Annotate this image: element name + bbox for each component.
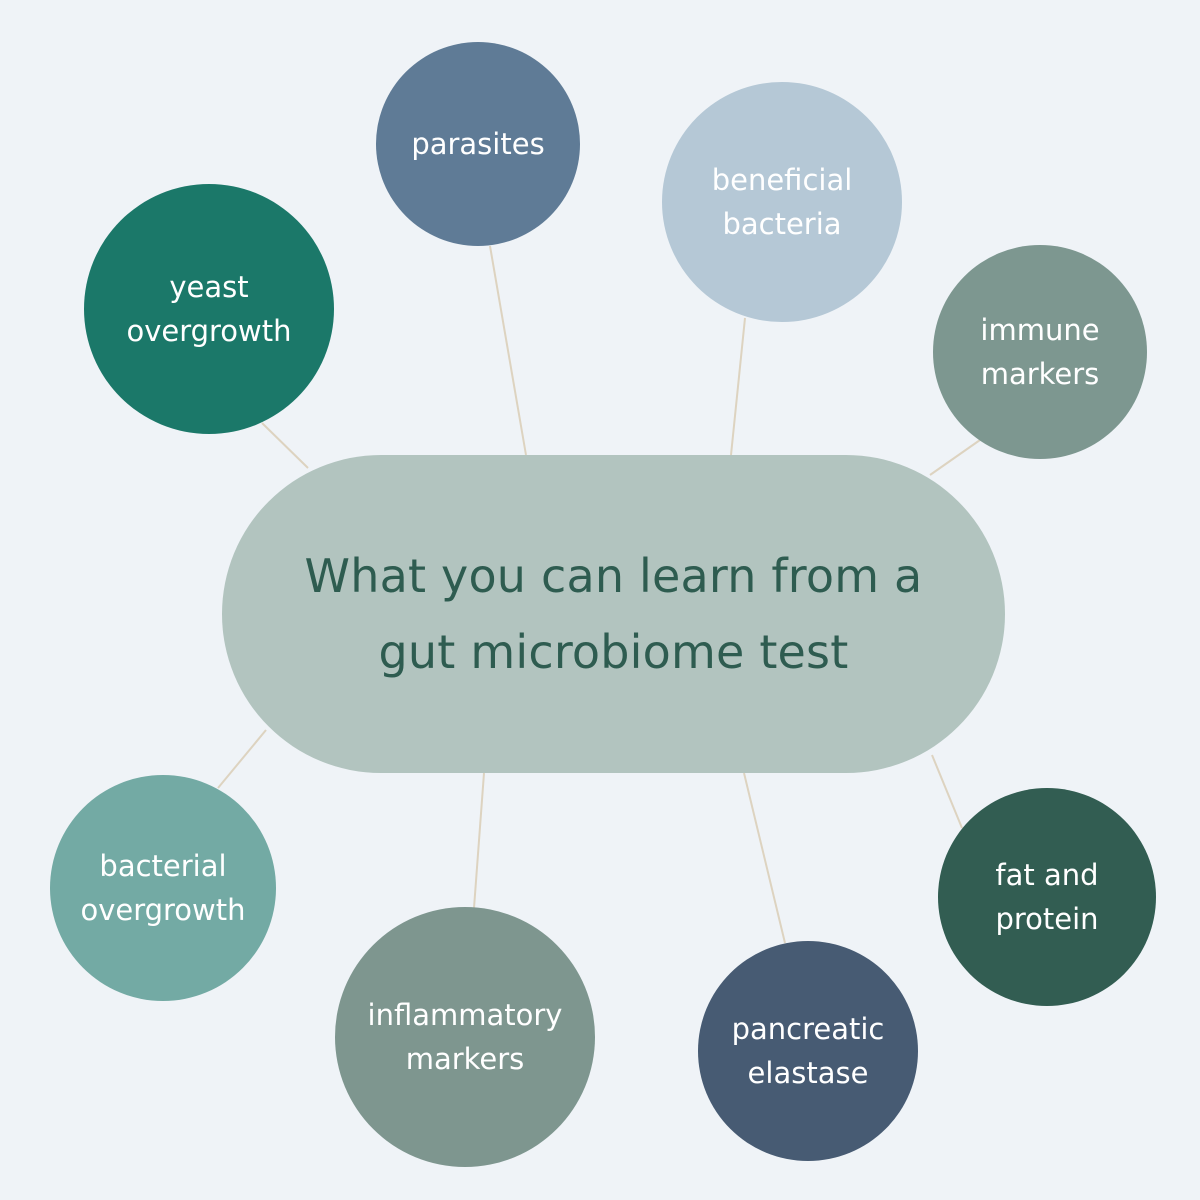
node-label: immune markers [980, 313, 1100, 391]
node-label: pancreatic elastase [731, 1012, 885, 1090]
connector-immune [929, 439, 981, 476]
node-label: beneficial bacteria [711, 163, 853, 241]
node-beneficial-bacteria: beneficial bacteria [662, 82, 902, 322]
node-inflammatory-markers: inflammatory markers [335, 907, 595, 1167]
node-parasites: parasites [376, 42, 580, 246]
node-yeast-overgrowth: yeast overgrowth [84, 184, 334, 434]
node-immune-markers: immune markers [933, 245, 1147, 459]
node-label: bacterial overgrowth [80, 849, 246, 927]
connector-parasites [489, 245, 527, 456]
center-title: What you can learn from a gut microbiome… [304, 549, 923, 679]
connector-beneficial [730, 317, 746, 456]
node-fat-and-protein: fat and protein [938, 788, 1156, 1006]
node-label: yeast overgrowth [126, 270, 292, 348]
node-label: inflammatory markers [367, 998, 563, 1076]
node-label: parasites [411, 127, 545, 161]
connector-inflammatory [473, 772, 485, 909]
node-label: fat and protein [995, 858, 1099, 936]
node-bacterial-overgrowth: bacterial overgrowth [50, 775, 276, 1001]
node-pancreatic-elastase: pancreatic elastase [698, 941, 918, 1161]
connector-fat [931, 754, 963, 829]
center-topic: What you can learn from a gut microbiome… [222, 455, 1005, 773]
connector-pancreatic [743, 772, 786, 944]
connector-yeast [261, 422, 309, 469]
connector-bacterial [217, 729, 267, 789]
